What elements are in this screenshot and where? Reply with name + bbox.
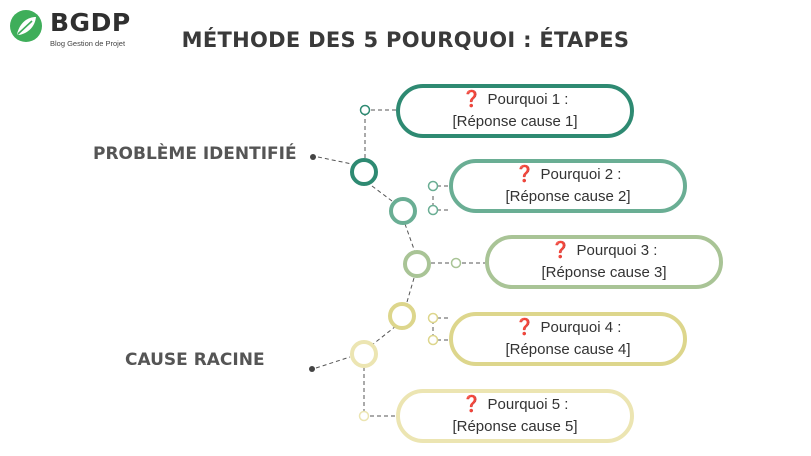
- cause-leader: [315, 356, 351, 369]
- question-mark-icon: ❓: [550, 242, 571, 259]
- small-node-5: [358, 410, 370, 422]
- small-node-4b: [427, 334, 439, 346]
- why-answer-5: [Réponse cause 5]: [452, 418, 578, 435]
- why-question-2: Pourquoi 2 :: [540, 166, 622, 183]
- small-node-4a: [427, 312, 439, 324]
- small-node-1: [359, 104, 371, 116]
- node-circle-5: [350, 340, 378, 368]
- node-circle-4: [388, 302, 416, 330]
- why-step-box-5: ❓ Pourquoi 5 : [Réponse cause 5]: [396, 389, 634, 443]
- root-cause-label: CAUSE RACINE: [125, 350, 265, 370]
- why-question-1: Pourquoi 1 :: [487, 91, 569, 108]
- page-title: MÉTHODE DES 5 POURQUOI : ÉTAPES: [181, 28, 630, 52]
- why-step-box-3: ❓ Pourquoi 3 : [Réponse cause 3]: [485, 235, 723, 289]
- small-node-2a: [427, 180, 439, 192]
- why-question-3: Pourquoi 3 :: [576, 242, 658, 259]
- cause-dot: [309, 366, 315, 372]
- why-answer-1: [Réponse cause 1]: [452, 113, 578, 130]
- why-answer-2: [Réponse cause 2]: [505, 188, 631, 205]
- problem-dot: [310, 154, 316, 160]
- branch-connector-2: [432, 185, 449, 211]
- problem-leader: [317, 156, 353, 165]
- question-mark-icon: ❓: [514, 166, 535, 183]
- problem-label: PROBLÈME IDENTIFIÉ: [93, 144, 297, 164]
- spine-connector: [363, 112, 416, 415]
- node-circle-2: [389, 197, 417, 225]
- why-step-box-4: ❓ Pourquoi 4 : [Réponse cause 4]: [449, 312, 687, 366]
- why-answer-3: [Réponse cause 3]: [541, 264, 667, 281]
- question-mark-icon: ❓: [461, 91, 482, 108]
- small-node-3: [450, 257, 462, 269]
- node-circle-1: [350, 158, 378, 186]
- logo-name: BGDP: [50, 8, 131, 37]
- small-node-2b: [427, 204, 439, 216]
- why-question-4: Pourquoi 4 :: [540, 319, 622, 336]
- why-step-box-1: ❓ Pourquoi 1 : [Réponse cause 1]: [396, 84, 634, 138]
- logo-tagline: Blog Gestion de Projet: [50, 39, 126, 48]
- why-step-box-2: ❓ Pourquoi 2 : [Réponse cause 2]: [449, 159, 687, 213]
- node-circle-3: [403, 250, 431, 278]
- why-answer-4: [Réponse cause 4]: [505, 341, 631, 358]
- why-question-5: Pourquoi 5 :: [487, 396, 569, 413]
- question-mark-icon: ❓: [514, 319, 535, 336]
- logo: BGDP Blog Gestion de Projet: [8, 6, 148, 50]
- question-mark-icon: ❓: [461, 396, 482, 413]
- leaf-logo-icon: [10, 10, 42, 42]
